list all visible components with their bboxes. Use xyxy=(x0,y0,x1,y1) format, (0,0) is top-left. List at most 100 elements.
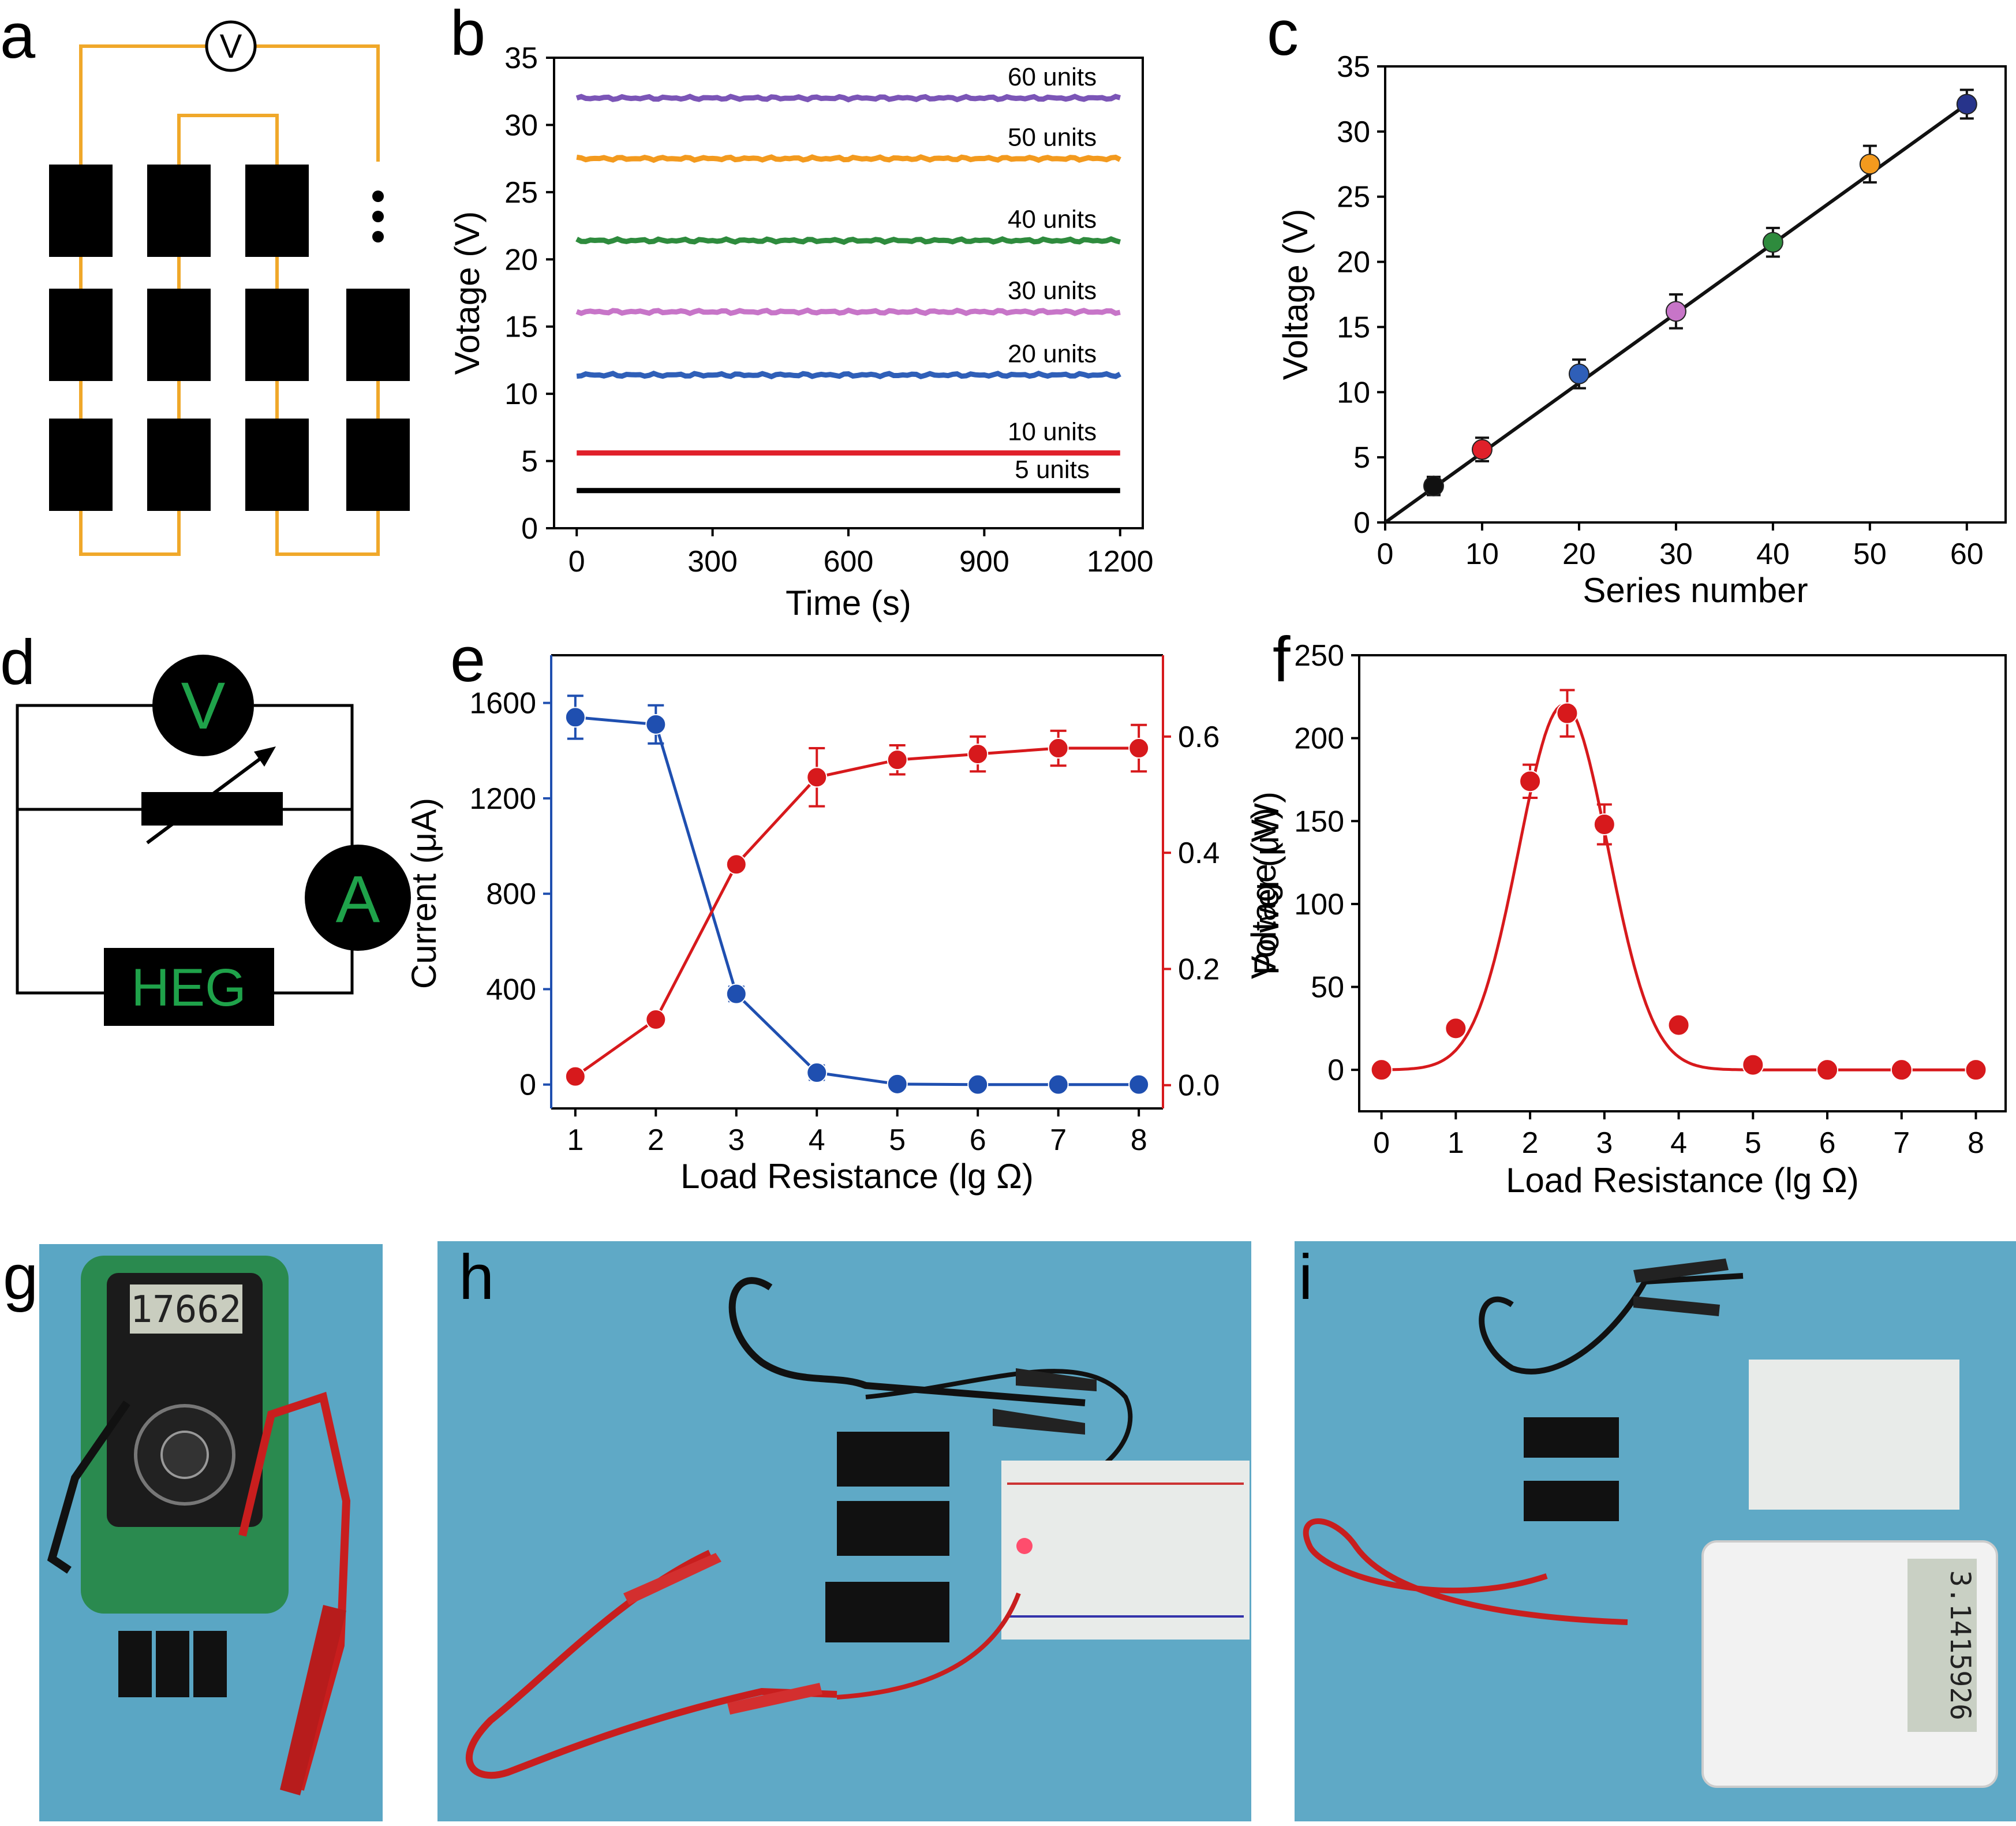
x-tick-label: 4 xyxy=(809,1123,825,1157)
x-tick-label: 40 xyxy=(1756,537,1790,571)
cell-block xyxy=(346,289,410,381)
ammeter-symbol: A xyxy=(336,862,380,936)
y2-tick-label: 0.6 xyxy=(1178,720,1220,754)
cell-block xyxy=(147,165,211,257)
series-line-40-units xyxy=(575,236,1121,245)
data-point-voltage xyxy=(806,767,828,788)
data-point-current xyxy=(645,714,667,735)
data-point-voltage xyxy=(887,749,908,771)
x-tick-label: 20 xyxy=(1562,537,1596,571)
voltmeter-symbol: V xyxy=(181,669,226,743)
data-point xyxy=(1816,1059,1839,1081)
red-probe xyxy=(280,1605,346,1795)
y-tick-label: 30 xyxy=(1337,115,1370,149)
panel-i-label: i xyxy=(1299,1242,1312,1313)
y2-tick-label: 0.4 xyxy=(1178,837,1220,870)
series-label: 40 units xyxy=(1008,206,1097,234)
y-tick-label: 10 xyxy=(1337,376,1370,409)
plot-frame xyxy=(1384,65,2007,524)
data-point-voltage xyxy=(645,1009,667,1030)
y2-tick-label: 0.2 xyxy=(1178,953,1220,986)
x-tick-label: 5 xyxy=(1745,1126,1761,1160)
y-tick-label: 150 xyxy=(1294,805,1344,838)
cell-block xyxy=(49,289,113,381)
y-tick-label: 0 xyxy=(1327,1054,1344,1087)
device-strip xyxy=(1524,1481,1619,1521)
x-tick-label: 1200 xyxy=(1087,545,1154,578)
series-label: 60 units xyxy=(1008,63,1097,91)
variable-resistor xyxy=(141,792,283,826)
panel-g: 17662 g xyxy=(3,1242,383,1821)
cell-blocks xyxy=(49,165,410,511)
device-strip xyxy=(193,1631,227,1697)
series-label: 10 units xyxy=(1008,418,1097,446)
data-point xyxy=(1445,1017,1467,1040)
data-point xyxy=(1665,301,1686,322)
black-probe xyxy=(47,1401,130,1574)
y-axis-label: Power (μW) xyxy=(1247,791,1286,975)
led-icon xyxy=(1016,1538,1033,1554)
alligator-clip xyxy=(993,1409,1085,1435)
series-line-60-units xyxy=(575,94,1121,103)
data-point xyxy=(1519,770,1542,793)
x-tick-label: 10 xyxy=(1465,537,1499,571)
data-point xyxy=(1568,363,1589,384)
x-axis-label: Load Resistance (lg Ω) xyxy=(1506,1161,1859,1200)
heg-source xyxy=(104,948,274,1026)
y2-axis-label: Voltage (V) xyxy=(1244,808,1283,979)
data-point xyxy=(1956,94,1977,115)
cell-block xyxy=(147,289,211,381)
x-tick-label: 600 xyxy=(824,545,874,578)
alligator-clip xyxy=(1633,1296,1720,1316)
y-tick-label: 1200 xyxy=(469,782,536,816)
x-tick-label: 7 xyxy=(1893,1126,1910,1160)
data-point-current xyxy=(806,1062,828,1084)
x-tick-label: 900 xyxy=(959,545,1009,578)
y-axis-label: Current (μA) xyxy=(405,798,443,989)
y-tick-label: 0 xyxy=(521,512,538,546)
x-tick-label: 0 xyxy=(1373,1126,1390,1160)
cell-block xyxy=(346,419,410,511)
x-tick-label: 4 xyxy=(1670,1126,1687,1160)
voltmeter-symbol: V xyxy=(220,28,242,65)
y-tick-label: 5 xyxy=(1353,441,1370,475)
data-point-voltage xyxy=(967,744,989,765)
black-wire xyxy=(1479,1273,1744,1375)
alligator-clip xyxy=(727,1683,822,1715)
cell-block xyxy=(245,165,309,257)
calculator-display-panel xyxy=(1907,1559,1977,1732)
cell-block xyxy=(49,419,113,511)
x-axis-label: Time (s) xyxy=(786,584,911,622)
x-tick-label: 1 xyxy=(567,1123,584,1157)
y-tick-label: 20 xyxy=(504,243,538,277)
x-tick-label: 50 xyxy=(1853,537,1887,571)
plot-frame xyxy=(1358,654,2007,1112)
series-label: 5 units xyxy=(1015,455,1090,484)
y-tick-label: 800 xyxy=(486,877,536,911)
y-tick-label: 15 xyxy=(504,311,538,344)
series-line-voltage xyxy=(574,746,1139,1078)
panel-a-label: a xyxy=(0,1,36,72)
x-tick-label: 8 xyxy=(1131,1123,1147,1157)
panel-d: d V A HEG xyxy=(0,627,411,1026)
device-strip xyxy=(825,1582,949,1642)
y-tick-label: 20 xyxy=(1337,246,1370,279)
y-tick-label: 10 xyxy=(504,378,538,411)
voltmeter-icon xyxy=(205,20,257,72)
data-point xyxy=(1965,1059,1987,1081)
panel-h-label: h xyxy=(459,1242,494,1313)
data-point xyxy=(1556,702,1579,725)
arrow-head-icon xyxy=(254,746,276,767)
cell-block xyxy=(245,289,309,381)
breadboard xyxy=(1001,1461,1250,1640)
variable-resistor-arrow xyxy=(146,749,272,845)
x-tick-label: 300 xyxy=(687,545,738,578)
series-label: 20 units xyxy=(1008,340,1097,368)
data-point xyxy=(1471,439,1493,460)
